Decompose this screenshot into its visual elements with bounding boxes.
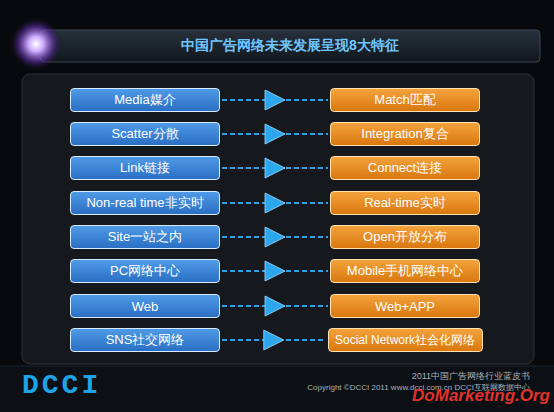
arrow-head [265, 261, 285, 281]
current-feature-box: Non-real time非实时 [70, 191, 220, 215]
feature-text: Match匹配 [374, 91, 435, 109]
future-feature-box: Web+APP [330, 294, 480, 318]
future-feature-box: Open开放分布 [330, 225, 480, 249]
current-feature-box: Scatter分散 [70, 122, 220, 146]
slide-title: 中国广告网络未来发展呈现8大特征 [181, 37, 399, 55]
arrow-head [265, 124, 285, 144]
arrow-head [265, 193, 285, 213]
future-feature-box: Real-time实时 [330, 191, 480, 215]
arrow-head [264, 330, 284, 350]
feature-text: Real-time实时 [364, 194, 446, 212]
arrow-connector [222, 227, 328, 247]
future-feature-box: Social Network社会化网络 [328, 328, 483, 352]
current-feature-box: Site一站之内 [70, 225, 220, 249]
future-feature-box: Match匹配 [330, 88, 480, 112]
feature-text: Site一站之内 [108, 228, 182, 246]
arrow-connector [222, 330, 326, 350]
current-feature-box: SNS社交网络 [70, 328, 220, 352]
arrow-connector [222, 158, 328, 178]
feature-text: PC网络中心 [110, 262, 180, 280]
arrow-connector [222, 124, 328, 144]
logo-text: DCCI [22, 370, 101, 401]
arrow-connector [222, 296, 328, 316]
feature-text: Media媒介 [114, 91, 175, 109]
future-feature-box: Connect连接 [330, 156, 480, 180]
feature-text: Open开放分布 [363, 228, 447, 246]
feature-text: Web [132, 299, 159, 314]
arrow-head [265, 296, 285, 316]
arrow-head [265, 90, 285, 110]
current-feature-box: Web [70, 294, 220, 318]
feature-text: Non-real time非实时 [86, 194, 203, 212]
arrow-connector [222, 193, 328, 213]
feature-text: Mobile手机网络中心 [347, 262, 463, 280]
report-name: 2011中国广告网络行业蓝皮书 [412, 370, 530, 383]
feature-text: SNS社交网络 [106, 331, 185, 349]
current-feature-box: Link链接 [70, 156, 220, 180]
watermark: DoMarketing.Org [412, 386, 550, 406]
feature-text: Scatter分散 [111, 125, 178, 143]
feature-text: Integration复合 [361, 125, 448, 143]
current-feature-box: PC网络中心 [70, 259, 220, 283]
feature-text: Web+APP [375, 299, 435, 314]
arrow-connector [222, 90, 328, 110]
current-feature-box: Media媒介 [70, 88, 220, 112]
feature-text: Link链接 [120, 159, 170, 177]
arrow-connector [222, 261, 328, 281]
future-feature-box: Integration复合 [330, 122, 480, 146]
arrow-head [265, 158, 285, 178]
feature-text: Social Network社会化网络 [335, 332, 475, 349]
future-feature-box: Mobile手机网络中心 [330, 259, 480, 283]
arrow-head [265, 227, 285, 247]
feature-text: Connect连接 [368, 159, 442, 177]
